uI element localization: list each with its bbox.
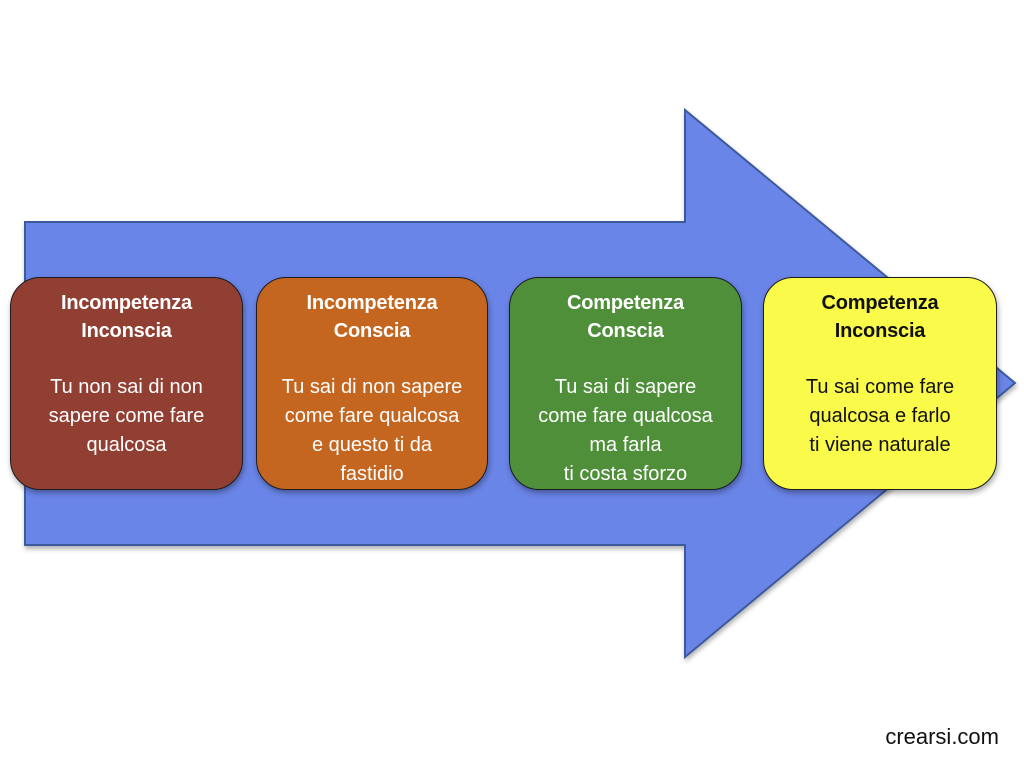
stage-title: Competenza Inconscia (821, 292, 939, 342)
stage-description: Tu sai di non sapere come fare qualcosa … (281, 376, 463, 485)
stage-description: Tu non sai di non sapere come fare qualc… (48, 376, 205, 456)
stage-card-incompetenza-conscia: Incompetenza Conscia Tu sai di non saper… (256, 277, 488, 490)
stage-card-incompetenza-inconscia: Incompetenza Inconscia Tu non sai di non… (10, 277, 243, 490)
stage-card-competenza-inconscia: Competenza Inconscia Tu sai come fare qu… (763, 277, 997, 490)
stage-title: Competenza Conscia (567, 292, 684, 342)
stage-title: Incompetenza Conscia (306, 292, 438, 342)
stage-description: Tu sai di sapere come fare qualcosa ma f… (538, 376, 713, 485)
stage-description: Tu sai come fare qualcosa e farlo ti vie… (805, 376, 955, 456)
site-watermark: crearsi.com (885, 724, 999, 749)
stage-card-competenza-conscia: Competenza Conscia Tu sai di sapere come… (509, 277, 742, 490)
stage-title: Incompetenza Inconscia (61, 292, 192, 342)
